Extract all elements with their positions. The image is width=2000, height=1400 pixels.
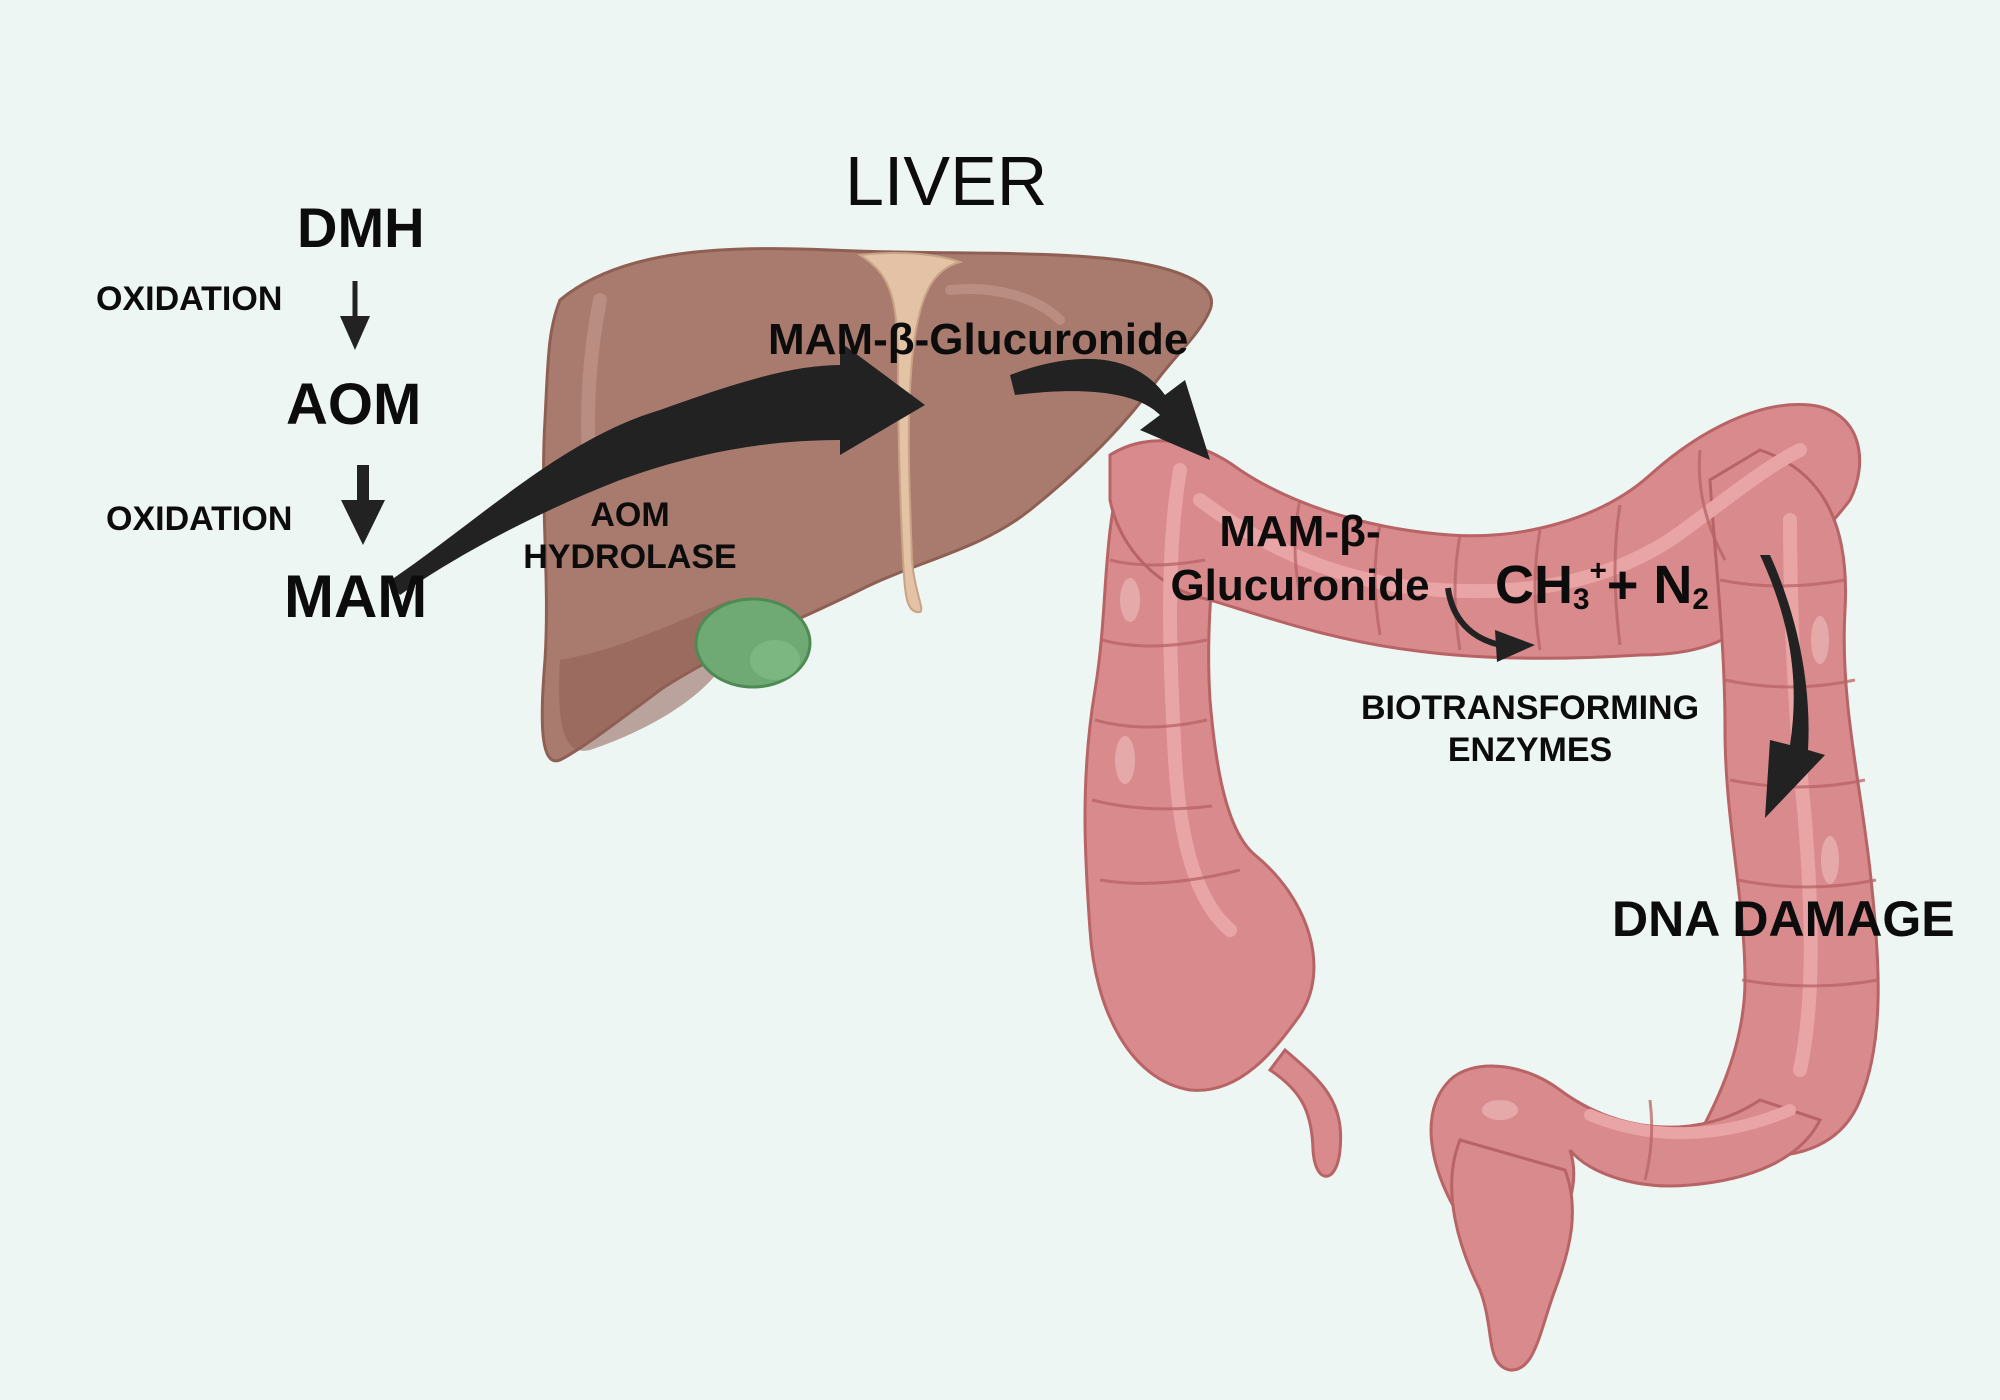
arrow-liver-colon bbox=[1010, 358, 1210, 460]
aom-hydrolase-line-2: HYDROLASE bbox=[523, 538, 737, 576]
colon-organ-icon bbox=[1083, 402, 1880, 1372]
mam-glucuronide-colon-line-1: MAM-β- bbox=[1219, 507, 1381, 556]
oxidation-label-2: OXIDATION bbox=[106, 500, 293, 538]
mam-label: MAM bbox=[284, 563, 428, 630]
biotransforming-line-2: ENZYMES bbox=[1447, 731, 1613, 769]
methyl-nitrogen-label: CH3++ N2 bbox=[1495, 554, 1709, 615]
methyl-subscript: 3 bbox=[1573, 582, 1590, 616]
nitrogen-subscript: 2 bbox=[1692, 582, 1709, 616]
arrows bbox=[340, 281, 1825, 818]
biotransforming-enzymes-label: BIOTRANSFORMING ENZYMES bbox=[1340, 687, 1720, 771]
biotransforming-line-1: BIOTRANSFORMING bbox=[1360, 689, 1700, 727]
aom-hydrolase-line-1: AOM bbox=[590, 496, 670, 534]
arrow-mam-liver bbox=[388, 342, 925, 595]
arrow-glucuronide-methyl bbox=[1445, 587, 1501, 648]
dmh-label: DMH bbox=[297, 196, 425, 259]
gallbladder-icon bbox=[694, 597, 812, 689]
dna-damage-label: DNA DAMAGE bbox=[1612, 891, 1955, 947]
mam-glucuronide-colon-label: MAM-β- Glucuronide bbox=[1160, 505, 1440, 613]
aom-label: AOM bbox=[286, 372, 422, 437]
arrow-methyl-dna bbox=[1760, 555, 1825, 818]
plus-nitrogen: + N bbox=[1606, 555, 1693, 615]
mam-glucuronide-liver-label: MAM-β-Glucuronide bbox=[768, 315, 1189, 364]
mam-glucuronide-colon-line-2: Glucuronide bbox=[1170, 561, 1430, 610]
methyl-superscript: + bbox=[1589, 554, 1607, 588]
aom-hydrolase-label: AOM HYDROLASE bbox=[520, 494, 740, 578]
oxidation-label-1: OXIDATION bbox=[96, 280, 283, 318]
liver-title: LIVER bbox=[845, 142, 1048, 220]
methyl-main: CH bbox=[1495, 555, 1573, 615]
